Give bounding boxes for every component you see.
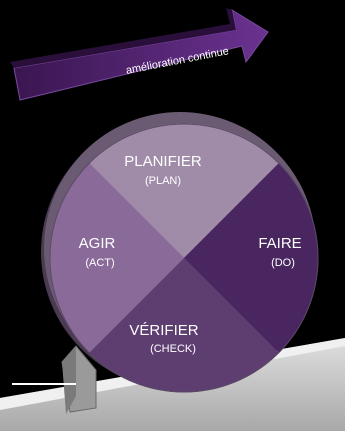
do-title: FAIRE [258,235,301,252]
segment-act [49,163,184,353]
act-title: AGIR [79,235,116,252]
plan-subtitle: (PLAN) [145,175,181,187]
baseline-marker [12,383,76,385]
check-subtitle: (CHECK) [150,343,196,355]
segment-labels: PLANIFIER (PLAN) FAIRE (DO) VÉRIFIER (CH… [79,153,302,355]
check-title: VÉRIFIER [129,322,198,339]
improvement-arrow: amélioration continue [10,8,269,101]
stop-wedge-face [62,346,76,414]
plan-title: PLANIFIER [124,153,202,170]
segment-plan [89,123,279,258]
segment-check [89,258,279,393]
do-subtitle: (DO) [271,257,295,269]
pdca-wheel [49,123,319,393]
arrow-top-face [10,8,236,68]
act-subtitle: (ACT) [85,257,114,269]
segment-do [184,163,319,353]
wheel-outline [49,123,319,393]
